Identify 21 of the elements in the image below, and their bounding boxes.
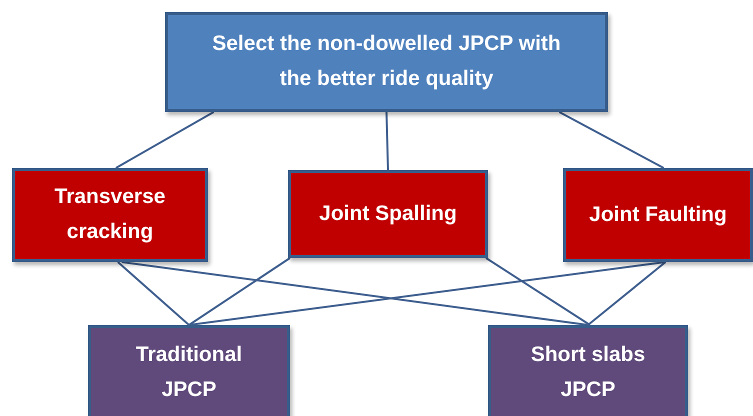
box-label: Joint Spalling bbox=[319, 200, 457, 227]
criterion-box bbox=[288, 170, 488, 258]
criterion-box bbox=[563, 168, 753, 262]
connector-line bbox=[188, 257, 291, 326]
box-label: Joint Faulting bbox=[589, 202, 727, 228]
connector-line bbox=[122, 261, 588, 326]
connector-line bbox=[117, 261, 190, 326]
criterion-box bbox=[12, 168, 208, 262]
goal-box bbox=[165, 12, 608, 112]
connector-line bbox=[587, 261, 666, 326]
box-label: Traditional JPCP bbox=[134, 342, 244, 403]
box-label: Transverse cracking bbox=[54, 184, 166, 245]
box-label: Select the non-dowelled JPCP with the better ride quality bbox=[211, 31, 562, 92]
alternative-box bbox=[488, 325, 688, 416]
box-label: Short slabs JPCP bbox=[530, 342, 646, 403]
connector-line bbox=[558, 111, 664, 169]
connector-line bbox=[188, 261, 666, 326]
connector-line bbox=[485, 257, 591, 326]
connector-line bbox=[115, 111, 214, 169]
alternative-box bbox=[88, 325, 290, 416]
connector-line bbox=[386, 112, 389, 170]
